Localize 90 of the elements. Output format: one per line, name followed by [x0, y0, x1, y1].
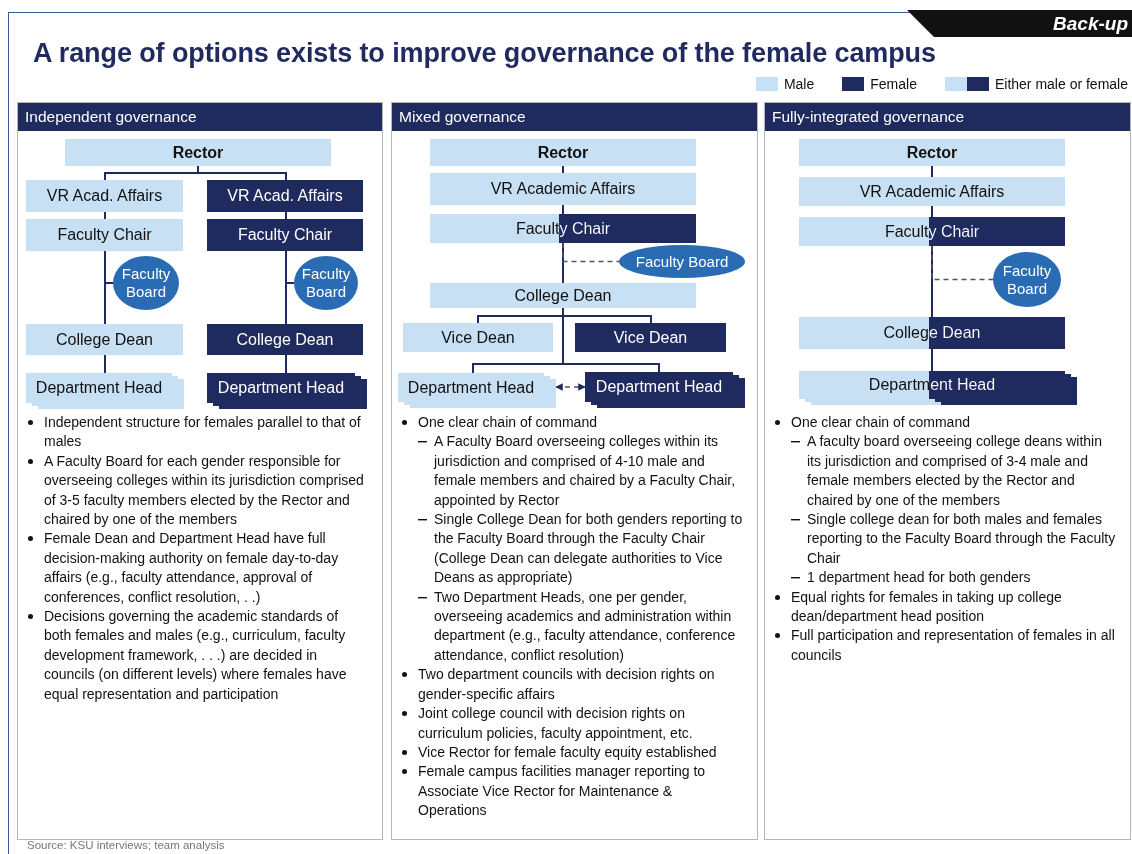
panel-header: Fully-integrated governance — [765, 103, 1130, 131]
org-box — [799, 217, 1065, 246]
legend-label: Male — [783, 76, 815, 92]
role-title: College Dean — [235, 330, 335, 349]
panel-card — [17, 102, 383, 840]
role-title: Department Head — [406, 378, 536, 397]
org-box — [799, 139, 1065, 166]
connector-line — [562, 165, 564, 174]
connector-line — [562, 307, 660, 373]
role-title: Department Head — [216, 379, 346, 397]
bullet-text: 1 department head for both genders — [807, 569, 1031, 586]
bullet-text: Single College Dean for both genders reporting to the Faculty Board through the Faculty Chair (College Dean can delegate authorities to Vice Deans as appropriate) — [434, 511, 743, 586]
org-box — [207, 180, 363, 212]
org-box — [207, 324, 363, 355]
connector-line — [931, 348, 933, 372]
stacked-org-box — [207, 373, 367, 409]
connector-line — [555, 383, 586, 391]
connector-line — [197, 165, 287, 181]
role-title: VR Academic Affairs — [858, 182, 1006, 201]
role-title: Department Head — [594, 378, 724, 396]
stacked-org-box — [398, 373, 556, 408]
org-box — [207, 219, 363, 251]
role-title: VR Acad. Affairs — [45, 187, 164, 205]
role-title: VR Acad. Affairs — [226, 187, 344, 205]
board-label: Faculty Board — [300, 265, 352, 301]
board-label: Faculty Board — [635, 252, 729, 271]
bullet-text: Joint college council with decision rights on curriculum policies, faculty appointment, etc. — [418, 705, 693, 741]
role-title: Faculty Chair — [56, 226, 153, 244]
org-box — [430, 173, 696, 205]
bullet-text: A faculty board overseeing college deans within its jurisdiction and comprised of 3-4 male and female members elected by the Rector and chaired by one of the members — [807, 433, 1102, 508]
bullet-text: Equal rights for females in taking up college dean/department head position — [791, 588, 1062, 625]
stacked-org-box — [26, 373, 184, 409]
bullet-text: Vice Rector for female faculty equity established — [418, 743, 717, 760]
legend-label: Female — [870, 76, 917, 92]
connector-line — [931, 165, 933, 178]
role-title: Department Head — [34, 379, 164, 397]
role-title: Faculty Chair — [236, 226, 334, 244]
board-label: Faculty Board — [1001, 261, 1053, 298]
bullet-text: Decisions governing the academic standards of both females and males (e.g., curriculum, faculty development framework, . . .) are decided in councils (on different levels) where females have equal representation and participation — [44, 608, 347, 702]
legend-label: Either male or female — [994, 76, 1128, 92]
connector-line — [104, 211, 106, 220]
connector-line — [562, 204, 564, 215]
connector-line — [104, 354, 106, 374]
bullet-text: Female campus facilities manager reporting to Associate Vice Rector for Maintenance & Operations — [418, 763, 706, 819]
panel-card — [764, 102, 1131, 840]
role-title: Rector — [171, 143, 225, 162]
bullet-text: Female Dean and Department Head have full decision-making authority on female day-to-day affairs (e.g., faculty attendance, approval of conferences, conflict resolution, . .) — [44, 530, 339, 605]
connector-line — [104, 250, 114, 284]
backup-tab: Back-up — [907, 10, 1132, 37]
org-box — [430, 139, 696, 166]
bullet-text: Two Department Heads, one per gender, overseeing academics and administration within department (e.g., faculty attendance, conference attendance, conflict resolution) — [434, 588, 736, 663]
bullet-text: Full participation and representation of females in all councils — [791, 627, 1115, 663]
role-title: Rector — [536, 143, 590, 162]
connector-line — [285, 354, 287, 374]
org-box — [26, 219, 183, 251]
role-title: College Dean — [513, 286, 613, 305]
bullet-text: A Faculty Board overseeing colleges within its jurisdiction and comprised of 4-10 male and female members and chaired by a Faculty Chair, appointed by Rector — [434, 433, 736, 508]
org-box — [26, 324, 183, 355]
org-box — [65, 139, 331, 166]
org-box — [430, 214, 696, 243]
source-note: Source: KSU interviews; team analysis — [27, 839, 225, 851]
connector-line — [931, 245, 994, 281]
bullet-text: One clear chain of command — [418, 414, 597, 430]
panel-header: Independent governance — [18, 103, 382, 131]
stacked-org-box — [585, 372, 745, 408]
stacked-org-box — [799, 371, 1077, 405]
bullet-text: Single college dean for both males and females reporting to the Faculty Board through the Faculty Chair — [807, 511, 1116, 566]
connector-line — [285, 211, 287, 220]
org-box — [799, 317, 1065, 349]
connector-line — [285, 250, 295, 284]
bullet-text: One clear chain of command — [791, 414, 970, 430]
org-box — [575, 323, 726, 352]
org-box — [799, 177, 1065, 206]
board-label: Faculty Board — [120, 265, 172, 301]
connector-line — [562, 242, 620, 263]
role-title: College Dean — [55, 330, 154, 349]
role-title: VR Academic Affairs — [489, 180, 637, 198]
org-box — [403, 323, 553, 352]
role-title: Vice Dean — [440, 328, 516, 347]
bullet-text: Two department councils with decision rights on gender-specific affairs — [418, 666, 715, 702]
org-box — [26, 180, 183, 212]
bullet-text: Independent structure for females parallel to that of males — [44, 414, 361, 450]
slide-title: A range of options exists to improve governance of the female campus — [33, 38, 936, 69]
role-title: Rector — [905, 143, 959, 162]
bullet-text: A Faculty Board for each gender responsible for overseeing colleges within its jurisdiction comprised of 3-5 faculty members elected by the Rector and chaired by one of the members — [44, 452, 364, 528]
role-title: Vice Dean — [612, 328, 689, 347]
panel-header: Mixed governance — [392, 103, 757, 131]
org-box — [430, 283, 696, 308]
panel-card — [391, 102, 758, 840]
connector-line — [931, 205, 933, 218]
